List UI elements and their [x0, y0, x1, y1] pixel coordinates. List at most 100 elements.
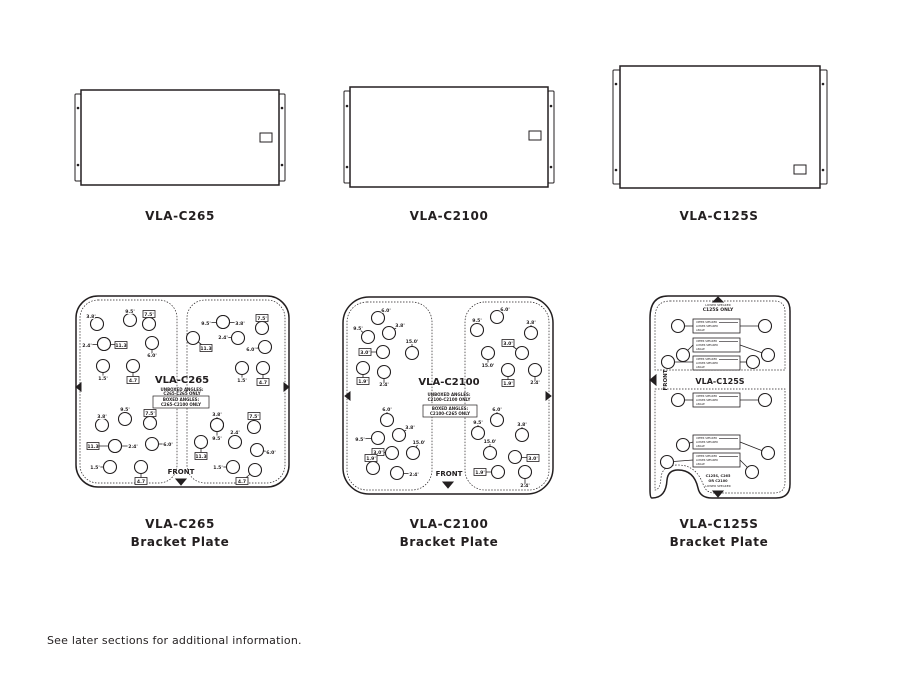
table-row-label: ANGLE: [696, 402, 705, 406]
mounting-hole: [517, 464, 533, 480]
boxed-label: BOXED ANGLES:: [163, 397, 200, 402]
table-row-label: LOWER SPEAKER: [696, 361, 718, 365]
table-row-label: ANGLE: [696, 462, 705, 466]
plate-title: VLA-C265: [155, 375, 209, 386]
mounting-hole: [185, 330, 201, 346]
mounting-hole: [381, 325, 397, 341]
angle-box: [142, 310, 156, 318]
angle-label: 2.4': [230, 430, 240, 436]
angle-box: [247, 412, 261, 420]
angle-label: 1.9': [366, 456, 376, 462]
table-row-label: ANGLE: [696, 347, 705, 351]
angle-label: 6.0': [381, 308, 391, 314]
footer-note: See later sections for additional inform…: [47, 634, 302, 647]
angle-box: [255, 314, 269, 322]
cabinet-label-vla-c2100: VLA-C2100: [409, 209, 489, 223]
angle-label: 9.5': [125, 309, 135, 315]
angle-label: 9.5': [353, 326, 363, 332]
mounting-hole: [225, 459, 241, 475]
caption-model: VLA-C125S: [679, 517, 759, 531]
front-label: FRONT: [436, 470, 463, 478]
mounting-hole: [370, 310, 386, 326]
mounting-hole: [102, 459, 118, 475]
angle-label: 11.3: [115, 343, 126, 349]
angle-label: 2.4': [520, 483, 530, 489]
mounting-hole: [125, 358, 141, 374]
plate-title: VLA-C2100: [418, 377, 479, 388]
mounting-hole: [122, 312, 138, 328]
mounting-hole: [745, 354, 761, 370]
table-row-label: LOWER SPEAKER: [696, 398, 718, 402]
angle-label: 4.7: [129, 378, 137, 384]
angle-label: 9.5': [120, 407, 130, 413]
mounting-hole: [255, 360, 271, 376]
caption-model: VLA-C265: [145, 517, 215, 531]
mounting-hole: [744, 464, 760, 480]
mounting-hole: [249, 442, 265, 458]
angle-label: 11.3: [200, 346, 211, 352]
mounting-hole: [144, 335, 160, 351]
caption-model: VLA-C2100: [409, 517, 489, 531]
angle-label: 2.4': [218, 335, 228, 341]
angle-label: 1.9': [503, 381, 513, 387]
table-row-label: LOWER SPEAKER: [696, 324, 718, 328]
angle-box: [501, 339, 515, 347]
angle-label: 1.5': [90, 465, 100, 471]
angle-label: 15.0': [413, 440, 426, 446]
mounting-hole: [514, 427, 530, 443]
table-row-label: LOWER SPEAKER: [696, 440, 718, 444]
mounting-hole: [230, 330, 246, 346]
mounting-hole: [107, 438, 123, 454]
table-row-label: UPPER SPEAKER: [696, 339, 717, 343]
angle-label: 3.0': [503, 341, 513, 347]
mounting-hole: [659, 454, 675, 470]
mounting-hole: [391, 427, 407, 443]
mounting-hole: [660, 354, 676, 370]
boxed-sub: C2100-C265 ONLY: [430, 411, 470, 416]
mounting-hole: [675, 437, 691, 453]
bottom-note-2: OR C2100: [708, 479, 728, 483]
unboxed-label: UNBOXED ANGLES:: [161, 387, 204, 392]
angle-label: 2.4': [530, 380, 540, 386]
mounting-hole: [514, 345, 530, 361]
mounting-hole: [360, 329, 376, 345]
angle-label: 3.8': [97, 414, 107, 420]
angle-label: 3.0': [360, 350, 370, 356]
mounting-hole: [469, 322, 485, 338]
boxed-sub: C265-C2100 ONLY: [161, 402, 201, 407]
mounting-hole: [379, 412, 395, 428]
mounting-hole: [89, 316, 105, 332]
angle-label: 11.3: [87, 444, 98, 450]
angle-label: 1.5': [237, 378, 247, 384]
angle-box: [526, 454, 540, 462]
angle-label: 9.5': [201, 321, 211, 327]
angle-label: 7.5': [145, 411, 155, 417]
angle-label: 3.8': [395, 323, 405, 329]
front-label: FRONT: [168, 468, 195, 476]
angle-label: 9.5': [473, 420, 483, 426]
cabinet-label-vla-c265: VLA-C265: [145, 209, 215, 223]
angle-box: [126, 376, 140, 384]
angle-box: [86, 442, 100, 450]
mounting-hole: [355, 360, 371, 376]
angle-label: 3.8': [212, 412, 222, 418]
cabinet-vla-c125s: [612, 65, 828, 189]
mounting-hole: [470, 425, 486, 441]
angle-label: 3.0': [373, 450, 383, 456]
plate-title: VLA-C125S: [695, 377, 744, 386]
mounting-hole: [757, 318, 773, 334]
mounting-hole: [227, 434, 243, 450]
angle-box: [143, 409, 157, 417]
table-row-label: ANGLE: [696, 365, 705, 369]
mounting-hole: [489, 412, 505, 428]
angle-label: 6.0': [500, 307, 510, 313]
caption-sub: Bracket Plate: [130, 535, 230, 549]
table-row-label: LOWER SPEAKER: [696, 458, 718, 462]
mounting-hole: [760, 445, 776, 461]
table-row-label: UPPER SPEAKER: [696, 454, 717, 458]
